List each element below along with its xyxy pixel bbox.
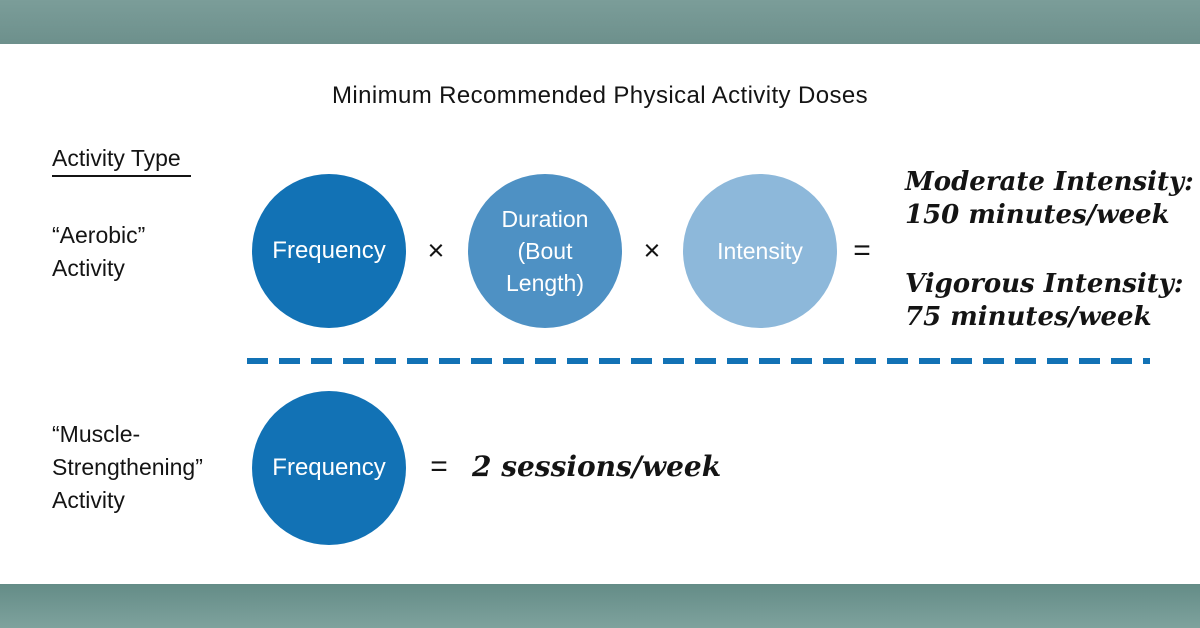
page-title: Minimum Recommended Physical Activity Do… — [331, 82, 869, 109]
multiply-sign-1: × — [427, 235, 445, 267]
moderate-intensity-value: 150 minutes/week — [905, 200, 1170, 230]
frequency-circle-aerobic-label: Frequency — [272, 237, 386, 264]
equals-sign-muscle: = — [430, 450, 448, 483]
muscle-result-text: 2 sessions/week — [472, 450, 722, 483]
frequency-circle-aerobic: Frequency — [252, 174, 406, 328]
aerobic-activity-label: “Aerobic” Activity — [52, 219, 145, 285]
top-border-band — [0, 0, 1200, 44]
duration-circle-label-line1: Duration — [501, 206, 589, 232]
aerobic-results: Moderate Intensity: 150 minutes/week Vig… — [905, 166, 1194, 334]
duration-circle: Duration (Bout Length) — [468, 174, 622, 328]
bottom-border-band — [0, 584, 1200, 628]
muscle-strengthening-label-line3: Activity — [52, 487, 125, 513]
muscle-strengthening-label: “Muscle- Strengthening” Activity — [52, 418, 203, 517]
vigorous-intensity-heading: Vigorous Intensity: — [905, 269, 1184, 299]
aerobic-activity-label-line2: Activity — [52, 255, 125, 281]
moderate-intensity-result: Moderate Intensity: 150 minutes/week — [905, 166, 1194, 232]
equals-sign-aerobic: = — [853, 234, 871, 267]
aerobic-activity-label-line1: “Aerobic” — [52, 222, 146, 248]
row-divider-dashed-line — [247, 358, 1150, 364]
multiply-sign-2: × — [643, 235, 661, 267]
intensity-circle: Intensity — [683, 174, 837, 328]
muscle-strengthening-label-line1: “Muscle- — [52, 421, 141, 447]
moderate-intensity-heading: Moderate Intensity: — [905, 167, 1194, 197]
muscle-strengthening-label-line2: Strengthening” — [52, 454, 203, 480]
duration-circle-label-line3: Length) — [505, 270, 584, 296]
activity-type-header: Activity Type — [52, 145, 191, 177]
frequency-circle-muscle-label: Frequency — [272, 454, 386, 481]
duration-circle-label-line2: (Bout — [517, 238, 573, 264]
intensity-circle-label: Intensity — [717, 237, 803, 264]
vigorous-intensity-value: 75 minutes/week — [905, 302, 1152, 332]
frequency-circle-muscle: Frequency — [252, 391, 406, 545]
vigorous-intensity-result: Vigorous Intensity: 75 minutes/week — [905, 268, 1194, 334]
